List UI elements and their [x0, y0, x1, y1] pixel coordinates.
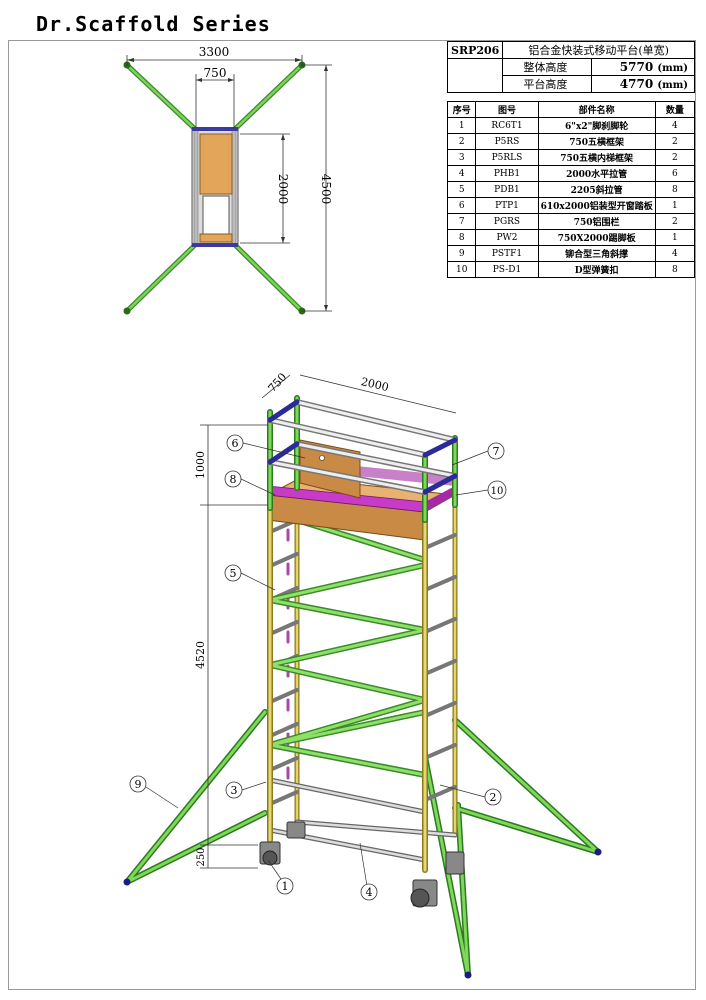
dim-1000-elev: 1000 [194, 451, 207, 479]
part-qty: 2 [654, 213, 696, 230]
part-qty: 4 [654, 117, 696, 134]
dim-2000-elev: 2000 [360, 375, 390, 394]
callout-2: 2 [490, 791, 497, 804]
spec-table: SRP206 铝合金快装式移动平台(单宽) 整体高度 5770 (mm) 平台高… [446, 41, 695, 93]
callout-1: 1 [282, 880, 289, 893]
callout-4: 4 [366, 886, 373, 899]
callout-9: 9 [135, 778, 142, 791]
dim-3300: 3300 [199, 45, 230, 59]
dim-750-elev: 750 [266, 371, 290, 395]
plan-platform [199, 133, 233, 195]
page-title: Dr.Scaffold Series [36, 12, 271, 36]
overall-height-value: 5770 (mm) [591, 58, 695, 76]
overall-height-label: 整体高度 [502, 58, 593, 76]
part-code: PS-D1 [475, 261, 539, 278]
callout-10: 10 [491, 486, 504, 497]
callout-6: 6 [232, 437, 239, 450]
callout-7: 7 [493, 445, 500, 458]
plan-view: 3300 750 2000 4500 [123, 45, 333, 315]
dim-750-plan: 750 [204, 66, 227, 80]
part-qty: 8 [654, 261, 696, 278]
callout-5: 5 [230, 567, 237, 580]
dim-4520-elev: 4520 [194, 641, 207, 669]
elevation-view: 750 2000 1000 4520 250 1 2 3 4 [123, 371, 602, 979]
callout-3: 3 [231, 784, 238, 797]
dim-4500-plan: 4500 [319, 174, 333, 205]
part-no: 10 [446, 261, 477, 278]
drawing-frame [8, 40, 696, 990]
callout-8: 8 [230, 473, 237, 486]
plan-hatch [202, 195, 230, 241]
dim-2000-plan: 2000 [276, 174, 290, 205]
platform-height-value: 4770 (mm) [591, 75, 695, 93]
dim-250-elev: 250 [196, 847, 207, 866]
casters [259, 821, 465, 908]
platform-height-label: 平台高度 [502, 75, 593, 93]
